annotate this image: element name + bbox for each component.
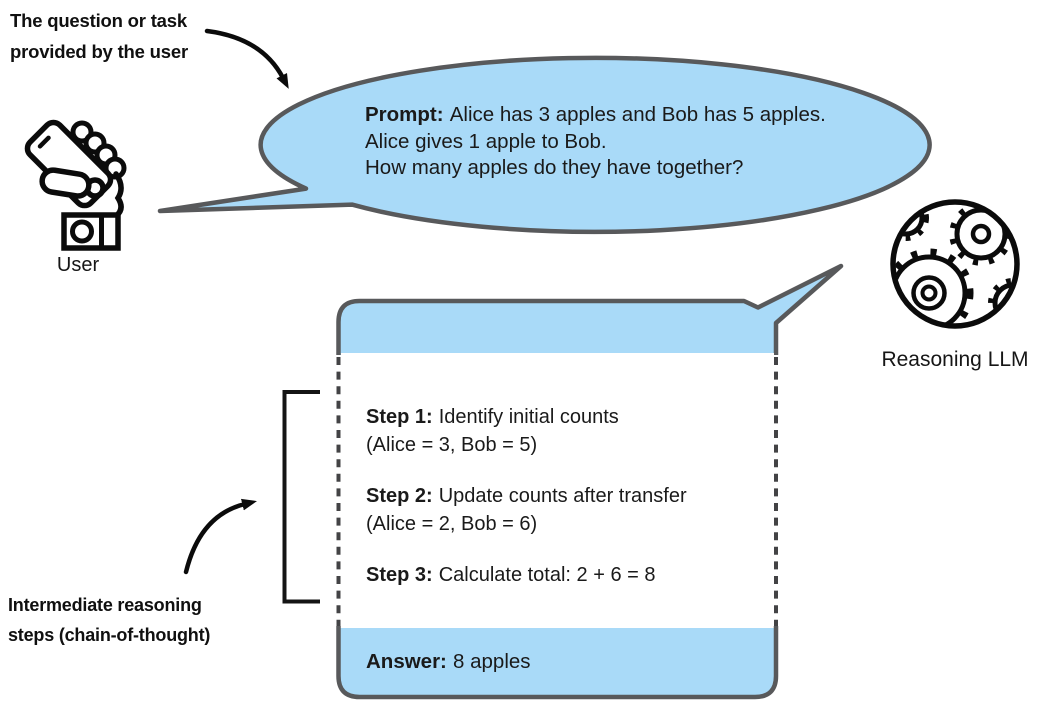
prompt-line1-text: Alice has 3 apples and Bob has 5 apples. — [449, 103, 826, 126]
user-label: User — [56, 254, 100, 276]
response-body — [341, 353, 774, 628]
reasoning-step-2: Step 2:Update counts after transfer (Ali… — [366, 483, 687, 538]
steps-bracket — [282, 390, 320, 604]
answer-text: 8 apples — [453, 650, 531, 673]
step-1-label: Step 1: — [366, 406, 433, 428]
response-footer — [338, 628, 776, 697]
step-2-text: Update counts after transfer — [438, 485, 687, 507]
response-footer-outline — [336, 626, 779, 700]
answer-paragraph: Answer: 8 apples — [366, 649, 531, 675]
cot-annotation-line2: steps (chain-of-thought) — [8, 624, 211, 645]
answer-label: Answer: — [366, 650, 447, 673]
hand-holding-phone-icon — [24, 119, 127, 251]
prompt-line3: How many apples do they have together? — [365, 156, 744, 179]
response-header-outline — [336, 263, 844, 355]
prompt-text: Prompt:Alice has 3 apples and Bob has 5 … — [365, 102, 905, 182]
step-3-line: Step 3:Calculate total: 2 + 6 = 8 — [366, 562, 656, 590]
question-annotation: The question or task provided by the use… — [10, 5, 188, 67]
prompt-line1: Prompt:Alice has 3 apples and Bob has 5 … — [365, 102, 905, 129]
step-2-line: Step 2:Update counts after transfer — [366, 483, 687, 511]
reasoning-step-3: Step 3:Calculate total: 2 + 6 = 8 — [366, 562, 656, 590]
question-annotation-arrow — [204, 28, 289, 89]
prompt-speech-bubble — [157, 55, 932, 235]
reasoning-step-1: Step 1:Identify initial counts (Alice = … — [366, 404, 619, 459]
cot-annotation-line1: Intermediate reasoning — [8, 595, 202, 615]
reasoning-llm-label: Reasoning LLM — [881, 348, 1029, 371]
step-3-label: Step 3: — [366, 564, 433, 586]
response-header — [338, 266, 841, 355]
answer-line: Answer: 8 apples — [366, 649, 531, 675]
step-1-line: Step 1:Identify initial counts — [366, 404, 619, 432]
cot-annotation: Intermediate reasoning steps (chain-of-t… — [8, 591, 210, 650]
step-3-text: Calculate total: 2 + 6 = 8 — [438, 564, 656, 586]
prompt-line2: Alice gives 1 apple to Bob. — [365, 129, 607, 153]
step-2-detail: (Alice = 2, Bob = 6) — [366, 512, 538, 535]
gears-in-circle-icon — [890, 199, 1020, 329]
step-2-label: Step 2: — [366, 485, 433, 507]
question-annotation-line1: The question or task — [10, 10, 187, 31]
question-annotation-line2: provided by the user — [10, 41, 188, 62]
prompt-label: Prompt: — [365, 103, 444, 126]
step-1-text: Identify initial counts — [438, 406, 619, 428]
cot-annotation-arrow — [183, 498, 257, 575]
step-1-detail: (Alice = 3, Bob = 5) — [366, 433, 538, 456]
